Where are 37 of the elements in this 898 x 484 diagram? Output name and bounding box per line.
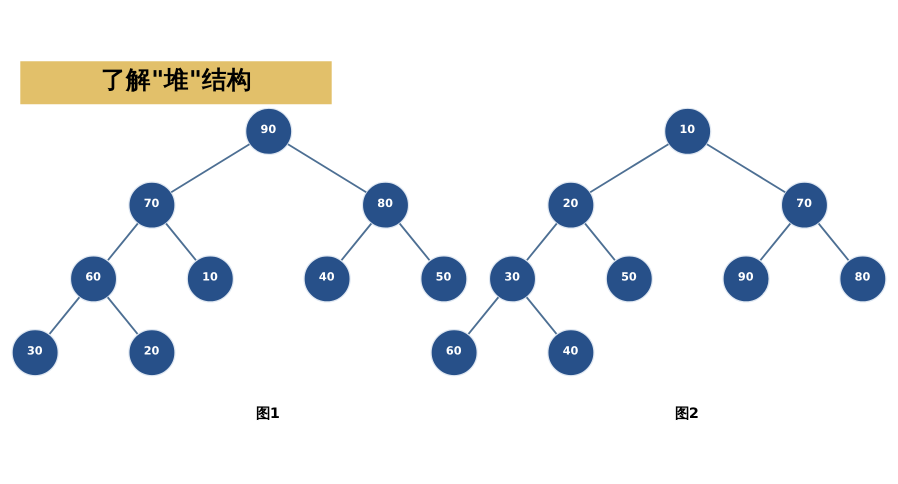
connector <box>165 222 197 261</box>
node-circle: 70 <box>780 181 828 229</box>
connector <box>107 222 138 261</box>
connector <box>818 222 850 261</box>
node-circle: 10 <box>664 108 712 156</box>
connector <box>468 296 500 334</box>
node-circle: 50 <box>606 255 653 303</box>
connector <box>590 143 669 194</box>
connector <box>526 296 558 334</box>
diagram-title: 了解"堆"结构 <box>101 65 252 94</box>
node-circle: 50 <box>420 255 468 303</box>
node-circle: 40 <box>547 328 595 376</box>
node-circle: 70 <box>128 181 176 229</box>
node-circle: 20 <box>128 328 176 376</box>
connector <box>706 143 786 194</box>
node-circle: 60 <box>430 328 478 376</box>
node-circle: 30 <box>488 255 536 303</box>
node-circle: 10 <box>186 255 234 303</box>
connector <box>526 222 558 261</box>
node-circle: 90 <box>245 108 292 156</box>
connector <box>760 222 792 261</box>
node-circle: 30 <box>11 328 59 376</box>
connector <box>48 296 80 334</box>
node-circle: 40 <box>303 255 351 303</box>
label: 图2 <box>674 406 699 422</box>
connector <box>398 222 430 261</box>
node-circle: 80 <box>362 181 410 229</box>
node-circle: 60 <box>70 255 118 303</box>
connector <box>288 143 367 194</box>
node-circle: 20 <box>547 181 595 229</box>
connector <box>584 222 616 261</box>
connector <box>106 296 138 334</box>
label: 图1 <box>256 406 280 422</box>
connector <box>170 143 250 194</box>
node-circle: 80 <box>839 255 887 303</box>
node-circle: 90 <box>722 255 770 303</box>
connector <box>340 222 372 261</box>
